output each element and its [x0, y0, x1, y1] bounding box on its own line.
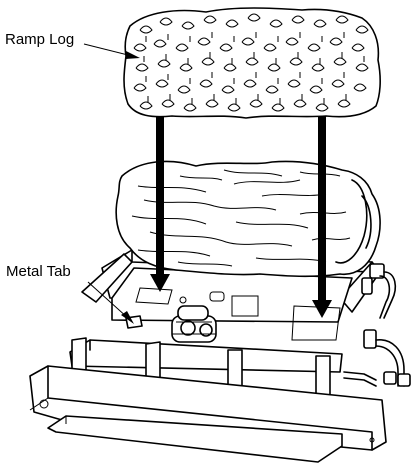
- burner-grate-assembly: [29, 249, 411, 463]
- ramp-log-leader: [83, 43, 140, 59]
- ramp-log-texture: [133, 13, 369, 112]
- gas-fittings: [343, 263, 411, 387]
- placement-arrow-left: [150, 116, 170, 292]
- placement-arrow-right: [312, 116, 332, 318]
- ramp-log: [123, 7, 381, 119]
- ramp-log-label: Ramp Log: [5, 31, 75, 48]
- rear-log: [115, 160, 381, 278]
- front-base-rail: [29, 365, 387, 451]
- metal-tab-leader: [87, 281, 134, 324]
- metal-tab-label: Metal Tab: [6, 263, 71, 280]
- valve-assembly: [171, 305, 217, 343]
